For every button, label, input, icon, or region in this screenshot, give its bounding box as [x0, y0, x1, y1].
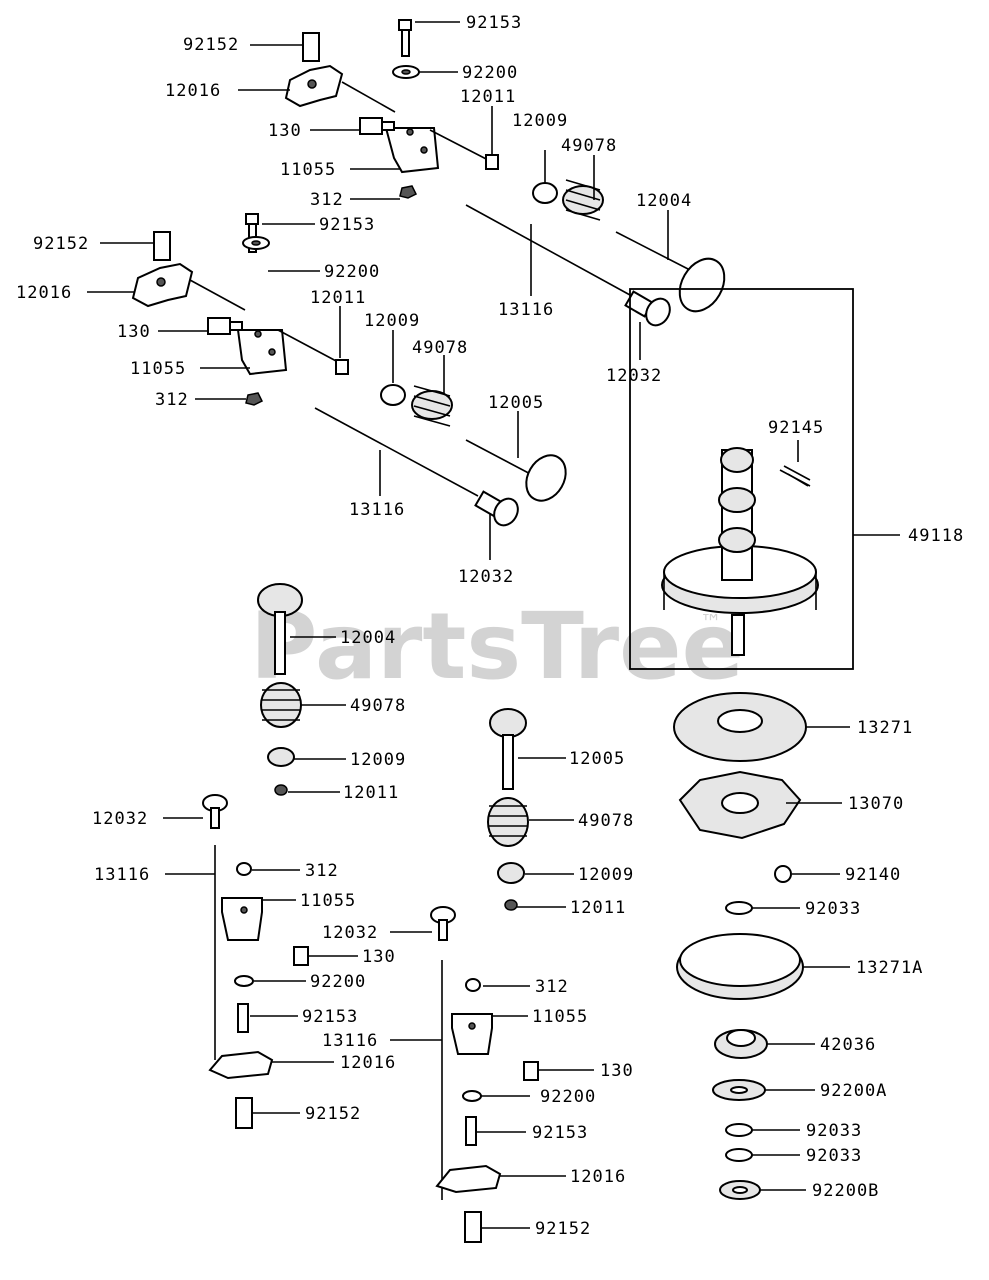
part-label: 12032: [322, 923, 378, 943]
part-label: 12009: [364, 311, 420, 331]
part-label: 49078: [578, 811, 634, 831]
part-label: 92200A: [820, 1081, 887, 1101]
part-label: 12004: [636, 191, 692, 211]
part-label: 11055: [300, 891, 356, 911]
part-label: 92153: [319, 215, 375, 235]
lower-left-parts: [202, 583, 309, 1129]
part-label: 12005: [569, 749, 625, 769]
leader-lines: [87, 21, 850, 1229]
part-label: 12032: [606, 366, 662, 386]
rocker-assembly-top: [284, 19, 726, 327]
part-label: 12011: [310, 288, 366, 308]
part-label: 11055: [130, 359, 186, 379]
part-label: 12009: [578, 865, 634, 885]
part-label: 12016: [165, 81, 221, 101]
part-label: 130: [117, 322, 151, 342]
part-label: 92033: [806, 1146, 862, 1166]
part-label: 12016: [16, 283, 72, 303]
part-label: 13116: [322, 1031, 378, 1051]
part-label: 92200B: [812, 1181, 879, 1201]
part-label: 11055: [532, 1007, 588, 1027]
lower-middle-parts: [430, 708, 539, 1243]
part-label: 92200: [310, 972, 366, 992]
camshaft-box: [629, 288, 900, 670]
part-label: 92152: [305, 1104, 361, 1124]
part-label: 13116: [349, 500, 405, 520]
part-label: 312: [305, 861, 339, 881]
part-label: 11055: [280, 160, 336, 180]
part-label: 12009: [350, 750, 406, 770]
part-label: 13271A: [856, 958, 923, 978]
part-label: 12011: [570, 898, 626, 918]
part-label: 92145: [768, 418, 824, 438]
part-label: 92153: [466, 13, 522, 33]
part-label: 12032: [458, 567, 514, 587]
part-label: 130: [268, 121, 302, 141]
part-label: 92033: [806, 1121, 862, 1141]
part-label: 13070: [848, 794, 904, 814]
part-label: 92200: [324, 262, 380, 282]
part-label: 12016: [570, 1167, 626, 1187]
part-label: 12005: [488, 393, 544, 413]
part-label: 92153: [302, 1007, 358, 1027]
part-label: 312: [155, 390, 189, 410]
part-label: 92200: [540, 1087, 596, 1107]
part-label: 92152: [535, 1219, 591, 1239]
part-label: 92200: [462, 63, 518, 83]
part-label: 49078: [350, 696, 406, 716]
part-label: 12004: [340, 628, 396, 648]
governor-parts: [673, 692, 807, 1200]
part-label: 49118: [908, 526, 964, 546]
part-label: 92140: [845, 865, 901, 885]
part-label: 12016: [340, 1053, 396, 1073]
part-label: 312: [535, 977, 569, 997]
part-label: 12009: [512, 111, 568, 131]
part-label: 312: [310, 190, 344, 210]
part-label: 130: [600, 1061, 634, 1081]
part-label: 13116: [498, 300, 554, 320]
part-label: 12011: [343, 783, 399, 803]
watermark-text: PartsTree: [250, 593, 744, 700]
part-label: 12011: [460, 87, 516, 107]
part-label: 12032: [92, 809, 148, 829]
part-label: 92033: [805, 899, 861, 919]
watermark-trademark: ™: [700, 611, 722, 636]
rocker-assembly-middle: [131, 213, 567, 527]
part-label: 13271: [857, 718, 913, 738]
part-label: 130: [362, 947, 396, 967]
part-label: 92152: [183, 35, 239, 55]
part-label: 49078: [561, 136, 617, 156]
part-label: 49078: [412, 338, 468, 358]
part-label: 92153: [532, 1123, 588, 1143]
part-labels: 92153 92152 92200 12016 12011 12009 130 …: [16, 13, 964, 1239]
part-label: 92152: [33, 234, 89, 254]
part-label: 13116: [94, 865, 150, 885]
part-label: 42036: [820, 1035, 876, 1055]
